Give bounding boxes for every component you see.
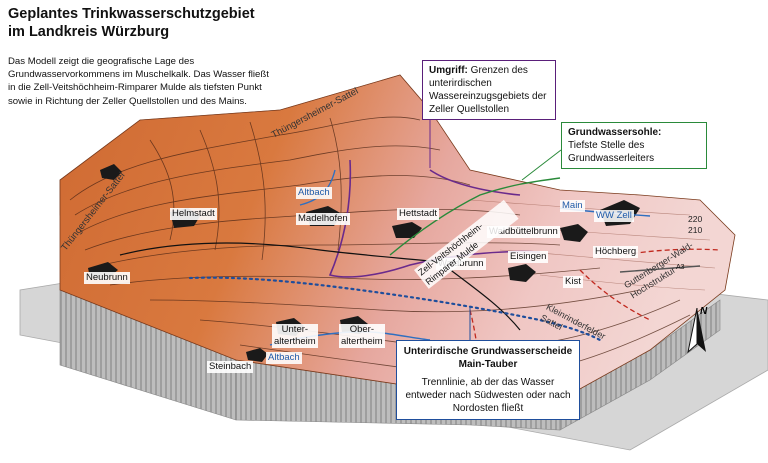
grundwasserscheide-line xyxy=(188,276,602,342)
oberaltertheim-line-2: altertheim xyxy=(341,336,383,347)
water-altbach-south: Altbach xyxy=(266,352,302,364)
place-helmstadt: Helmstadt xyxy=(170,208,217,220)
place-neubrunn: Neubrunn xyxy=(84,272,130,284)
oberaltertheim-line-1: Ober- xyxy=(349,324,374,335)
umgriff-callout: Umgriff: Grenzen des unterirdischen Wass… xyxy=(422,60,556,120)
contour-label-210: 210 xyxy=(688,225,702,235)
page-title: Geplantes Trinkwasserschutzgebiet im Lan… xyxy=(8,5,258,41)
scheide-heading-2: Main-Tauber xyxy=(458,359,518,370)
place-hettstadt: Hettstadt xyxy=(397,208,440,220)
north-arrow-icon xyxy=(687,308,706,354)
scheide-heading-1: Unterirdische Grundwasserscheide xyxy=(403,346,573,357)
place-kist: Kist xyxy=(563,276,583,288)
place-unteraltertheim: Unter- altertheim xyxy=(272,324,318,348)
sohle-leader xyxy=(521,149,562,181)
contour-label-220: 220 xyxy=(688,214,702,224)
sohle-heading: Grundwassersohle: xyxy=(568,127,662,138)
water-ww-zell: WW Zell xyxy=(594,210,634,222)
road-label-a3: A3 xyxy=(676,264,685,271)
water-main: Main xyxy=(560,200,585,212)
unteraltertheim-line-2: altertheim xyxy=(274,336,316,347)
place-hoechberg: Höchberg xyxy=(593,246,639,258)
title-line-2: im Landkreis Würzburg xyxy=(8,24,170,40)
north-label: N xyxy=(700,306,708,317)
title-line-1: Geplantes Trinkwasserschutzgebiet xyxy=(8,6,255,22)
unteraltertheim-line-1: Unter- xyxy=(281,324,309,335)
a3-road xyxy=(619,265,701,273)
place-oberaltertheim: Ober- altertheim xyxy=(339,324,385,348)
sohle-text: Tiefste Stelle des Grundwasserleiters xyxy=(568,140,655,164)
place-madelhofen: Madelhofen xyxy=(296,213,350,225)
place-eisingen: Eisingen xyxy=(508,251,549,263)
grundwasserscheide-callout: Unterirdische Grundwasserscheide Main-Ta… xyxy=(396,340,580,420)
scheide-text: Trennlinie, ab der das Wasser entweder n… xyxy=(405,377,571,414)
grundwassersohle-callout: Grundwassersohle: Tiefste Stelle des Gru… xyxy=(561,122,707,169)
grundwassersohle-line xyxy=(389,177,561,256)
contour-value-labels: 220 210 xyxy=(688,214,702,235)
umgriff-text: Grenzen des unterirdischen Wassereinzugs… xyxy=(429,65,547,115)
place-steinbach: Steinbach xyxy=(207,361,254,373)
intro-text: Das Modell zeigt die geografische Lage d… xyxy=(8,56,269,107)
umgriff-heading: Umgriff: xyxy=(429,65,468,76)
water-altbach-north: Altbach xyxy=(296,187,332,199)
